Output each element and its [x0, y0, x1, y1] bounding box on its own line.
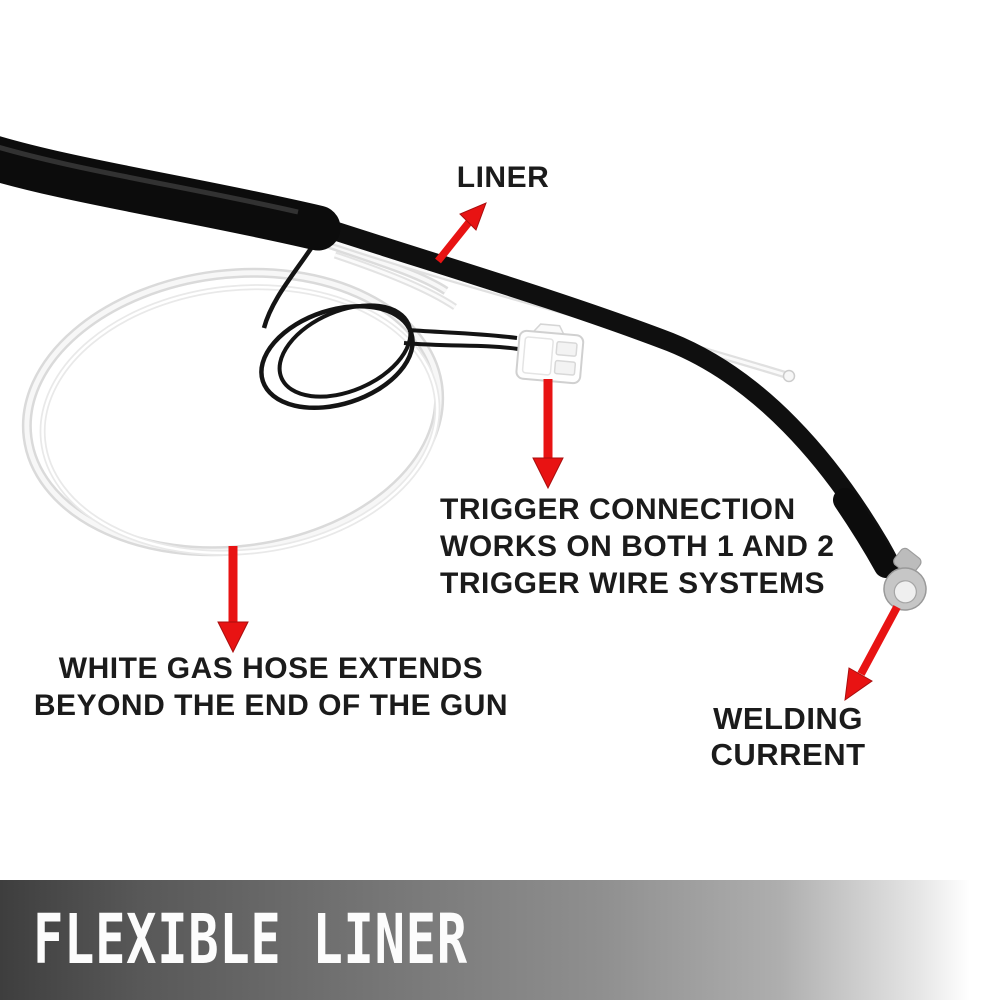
liner-label: LINER — [456, 161, 550, 194]
trigger-connection-label-line2: WORKS ON BOTH 1 AND 2 — [440, 530, 835, 563]
trigger-connector — [515, 323, 585, 385]
trigger-connection-label: TRIGGER CONNECTION WORKS ON BOTH 1 AND 2… — [440, 491, 860, 602]
trigger-connection-label-line1: TRIGGER CONNECTION — [440, 493, 796, 526]
trigger-connection-arrow — [532, 379, 564, 490]
welding-cable — [310, 216, 906, 586]
gas-hose-loop — [21, 237, 457, 557]
title-banner: FLEXIBLE LINER — [0, 880, 1000, 1000]
gas-hose-label: WHITE GAS HOSE EXTENDS BEYOND THE END OF… — [21, 650, 521, 724]
trigger-wire — [259, 236, 519, 411]
trigger-connection-label-line3: TRIGGER WIRE SYSTEMS — [440, 567, 826, 600]
ring-terminal — [883, 547, 927, 611]
banner-title-text: FLEXIBLE LINER — [33, 900, 468, 980]
torch-cable-sheath — [0, 136, 341, 251]
gas-hose-label-line2: BEYOND THE END OF THE GUN — [33, 689, 509, 722]
welding-current-arrow — [844, 605, 901, 702]
liner-arrow — [435, 202, 487, 264]
gas-hose-arrow — [217, 546, 249, 654]
gas-hose-label-line1: WHITE GAS HOSE EXTENDS — [58, 652, 484, 685]
welding-current-label: WELDING CURRENT — [710, 701, 866, 772]
